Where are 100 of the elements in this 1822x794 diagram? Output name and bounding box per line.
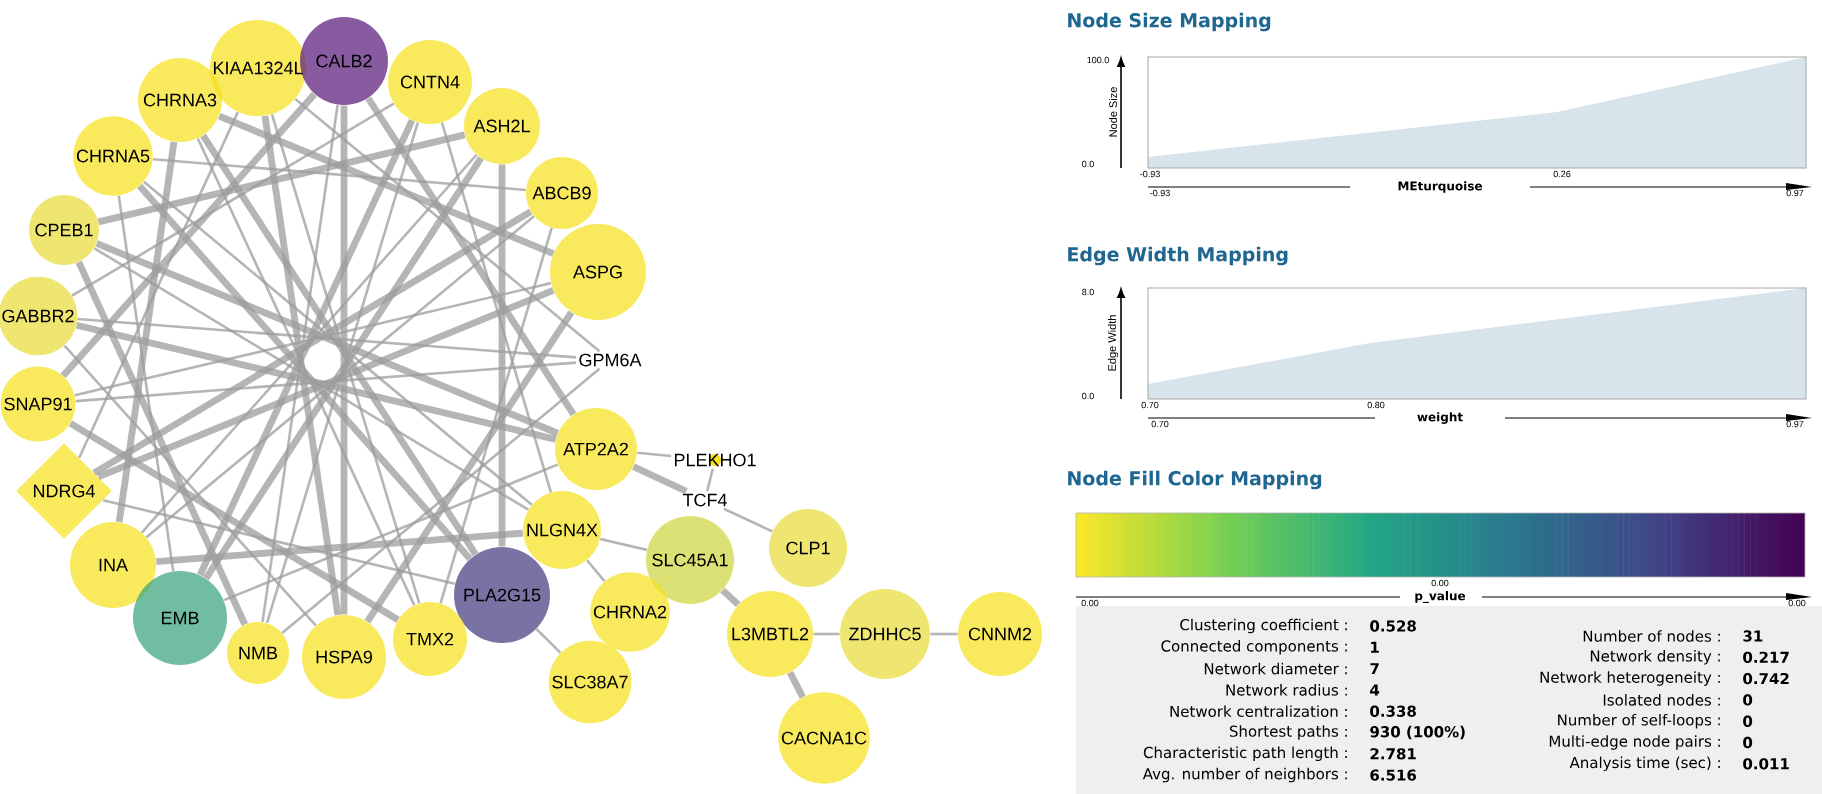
- gene-node: NMB: [227, 622, 289, 684]
- statistic-value: 31: [1743, 630, 1763, 642]
- network-edge: [294, 97, 601, 353]
- axis-title: Edge Width: [1107, 315, 1119, 371]
- network-edge: [600, 537, 648, 552]
- tick-label: -0.93: [1140, 170, 1160, 178]
- statistic-value: 0.338: [1370, 705, 1416, 717]
- gene-node: CNNM2: [958, 592, 1042, 676]
- gene-node: CACNA1C: [778, 692, 870, 784]
- statistic-value: 0.011: [1743, 758, 1789, 770]
- statistic-label: Number of nodes :: [1583, 630, 1720, 642]
- network-edge: [632, 463, 688, 495]
- axis-title: p_value: [1415, 591, 1466, 603]
- network-edge: [217, 113, 555, 257]
- tick-label: 8.0: [1082, 288, 1094, 296]
- statistic-value: 0.217: [1743, 651, 1789, 663]
- network-edge: [74, 281, 552, 397]
- gene-node: CNTN4: [388, 40, 472, 124]
- network-edge: [223, 463, 559, 602]
- network-edge: [93, 247, 529, 511]
- statistic-label: Avg. number of neighbors :: [1142, 767, 1347, 783]
- network-edge: [102, 499, 456, 586]
- gene-node: CPEB1: [29, 195, 99, 265]
- network-edge: [156, 529, 524, 565]
- network-edge: [95, 240, 559, 437]
- tick-label: 0.26: [1553, 170, 1571, 178]
- tick-label: -0.93: [1150, 189, 1170, 197]
- network-edge: [75, 321, 557, 443]
- gene-node: EMB: [133, 571, 227, 665]
- statistic-value: 2.781: [1370, 748, 1416, 760]
- tick-label: 0.97: [1786, 420, 1804, 428]
- network-edge: [115, 141, 178, 523]
- statistic-label: Clustering coefficient :: [1180, 618, 1347, 634]
- network-edge: [71, 102, 395, 297]
- tick-label: 100.0: [1087, 56, 1109, 64]
- gene-node: NLGN4X: [523, 491, 601, 569]
- statistic-value: 1: [1371, 641, 1379, 653]
- statistic-value: 0.528: [1370, 620, 1416, 632]
- axis-title: Node Size: [1108, 87, 1118, 137]
- tick-label: 0.00: [1081, 599, 1099, 607]
- network-edge: [92, 208, 533, 476]
- gene-node: INA: [70, 522, 156, 608]
- network-edge: [97, 287, 555, 481]
- network-edge: [63, 344, 317, 627]
- network-edge: [723, 507, 773, 533]
- network-edge: [498, 164, 506, 547]
- network-edge: [117, 195, 175, 572]
- statistic-value: 0: [1743, 694, 1753, 706]
- tick-label: 0.70: [1141, 401, 1159, 409]
- tick-label: 0.0: [1082, 392, 1094, 400]
- network-edge: [535, 628, 562, 654]
- statistic-label: Analysis time (sec) :: [1569, 756, 1720, 772]
- network-edge: [365, 96, 577, 417]
- statistic-value: 0: [1743, 736, 1753, 749]
- statistic-label: Connected components :: [1161, 640, 1347, 655]
- network-edge: [637, 451, 672, 458]
- network-edge: [364, 310, 575, 624]
- network-edge: [75, 361, 577, 403]
- axis-title: weight: [1417, 412, 1463, 424]
- gene-node: SLC38A7: [548, 640, 632, 724]
- statistic-label: Number of self-loops :: [1558, 713, 1720, 729]
- gene-node: CHRNA5: [73, 116, 153, 196]
- statistic-label: Network density :: [1590, 650, 1720, 665]
- network-edge: [143, 180, 533, 506]
- panel-heading: Edge Width Mapping: [1068, 246, 1288, 266]
- network-edge: [586, 559, 606, 582]
- gene-node: SNAP91: [0, 366, 76, 442]
- axis-title: MEturquoise: [1398, 181, 1482, 193]
- panel-heading: Node Size Mapping: [1068, 12, 1271, 32]
- statistic-label: Network centralization :: [1170, 705, 1347, 717]
- network-edge: [60, 91, 317, 379]
- network-edge: [78, 111, 239, 459]
- statistic-value: 930 (100%): [1370, 725, 1465, 740]
- network-edge: [77, 317, 577, 359]
- network-edge: [140, 153, 478, 534]
- tick-label: 0.00: [1788, 599, 1806, 607]
- network-edge: [281, 367, 601, 634]
- statistic-value: 6.516: [1370, 769, 1417, 781]
- statistic-label: Shortest paths :: [1229, 725, 1347, 740]
- statistic-label: Multi-edge node pairs :: [1549, 735, 1720, 750]
- statistic-label: Characteristic path length :: [1143, 746, 1347, 762]
- network-edge: [152, 158, 526, 192]
- gene-node: ATP2A2: [555, 408, 637, 490]
- network-edge: [813, 632, 840, 636]
- network-edge: [930, 632, 958, 636]
- gene-node: NDRG4: [16, 443, 112, 539]
- network-edge: [440, 122, 553, 493]
- gene-node: SLC45A1: [646, 516, 734, 604]
- network-edge: [137, 183, 473, 562]
- network-edge: [705, 468, 715, 492]
- statistic-value: 7: [1370, 663, 1379, 675]
- network-edge: [145, 215, 535, 539]
- statistic-label: Isolated nodes :: [1603, 694, 1720, 706]
- network-edge: [97, 131, 466, 226]
- tick-label: 0.97: [1786, 189, 1804, 197]
- gene-node: ASPG: [550, 224, 646, 320]
- gene-node: L3MBTL2: [727, 591, 813, 677]
- network-edge: [68, 420, 400, 623]
- gene-label: GPM6A: [579, 353, 642, 367]
- gene-node: CLP1: [769, 509, 847, 587]
